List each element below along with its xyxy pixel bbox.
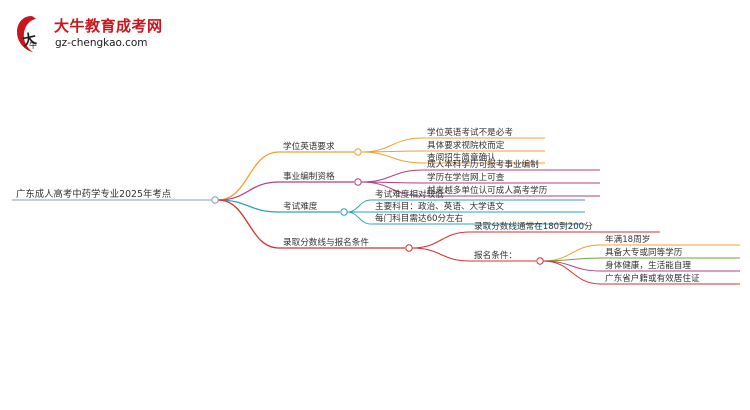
leaf-connector-3-3 [346, 211, 372, 225]
grandleaf-label-4: 广东省户籍或有效居住证 [605, 272, 700, 284]
branch-connector-2 [217, 181, 280, 201]
leaf-label-1-1: 学位英语考试不是必考 [427, 126, 513, 138]
grandleaf-connector-3 [542, 260, 602, 272]
grandleaf-connector-4 [542, 260, 602, 285]
logo-mark-icon: 大 牛 [17, 16, 38, 52]
branch-connector-1 [217, 151, 280, 201]
logo-title: 大牛教育成考网 [54, 17, 163, 35]
leaf-label-3-1: 考试难度相对较低 [375, 188, 444, 200]
branch-connector-4 [217, 199, 280, 249]
svg-text:牛: 牛 [29, 40, 37, 50]
branch-dot-1 [354, 148, 362, 156]
leaf-connector-1-1 [360, 137, 424, 153]
mindmap-nodes: 广东成人高考中药学专业2025年考点 学位英语要求 学位英语考试不是必考具体要求视院… [16, 126, 700, 284]
branch-label-2: 事业编制资格 [283, 170, 335, 182]
leaf-label-2-1: 成人本科学历可报考事业编制 [427, 158, 539, 170]
leaf-label-3-2: 主要科目：政治、英语、大学语文 [375, 200, 504, 212]
branch-connector-3 [217, 199, 280, 213]
site-logo[interactable]: 大 牛 大牛教育成考网 gz-chengkao.com [14, 14, 164, 56]
leaf-label-4-2: 报名条件： [474, 249, 517, 261]
mindmap-connectors [12, 137, 740, 285]
grandleaf-connector-2 [542, 257, 602, 262]
leaf-label-1-2: 具体要求视院校而定 [427, 139, 505, 151]
branch-dot-3 [340, 208, 348, 216]
leaf-label-4-1: 录取分数线通常在180到200分 [474, 220, 593, 232]
leaf-connector-1-3 [360, 151, 424, 164]
leaf-label-2-2: 学历在学信网上可查 [427, 171, 505, 183]
leaf-label-3-3: 每门科目需达60分左右 [375, 212, 464, 224]
leaf-connector-4-2 [411, 247, 471, 262]
logo-url: gz-chengkao.com [55, 37, 148, 49]
branch-label-3: 考试难度 [283, 200, 318, 212]
grandleaf-label-2: 具备大专或同等学历 [605, 246, 683, 258]
svg-text:大: 大 [21, 30, 38, 50]
leaf-connector-3-1 [346, 199, 372, 213]
grandleaf-label-1: 年满18周岁 [605, 233, 650, 245]
leaf-connector-4-1 [411, 231, 471, 249]
branch-label-4: 录取分数线与报名条件 [283, 236, 369, 248]
leaf-connector-2-3 [360, 181, 424, 197]
branch-dot-4 [405, 244, 413, 252]
root-topic: 广东成人高考中药学专业2025年考点 [16, 188, 171, 200]
leaf-label-1-3: 查阅招生简章确认 [427, 151, 496, 163]
grandleaf-label-3: 身体健康，生活能自理 [605, 259, 691, 271]
sub-branch-dot-4-2 [536, 257, 544, 265]
leaf-label-2-3: 越来越多单位认可成人高考学历 [427, 184, 548, 196]
branch-dot-2 [354, 178, 362, 186]
branch-label-1: 学位英语要求 [283, 140, 335, 152]
leaf-connector-2-1 [360, 169, 424, 183]
root-node-dot [211, 196, 219, 204]
